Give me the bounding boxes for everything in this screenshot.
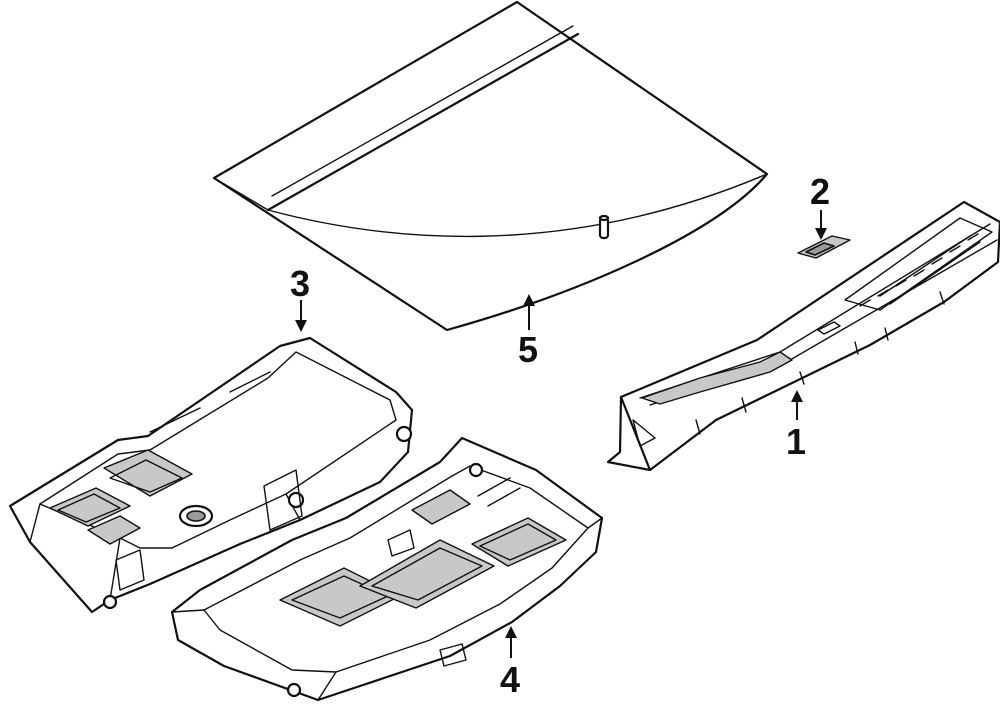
leader-3 xyxy=(295,300,307,332)
leader-4 xyxy=(505,626,517,658)
callout-4: 4 xyxy=(500,659,520,700)
leader-5 xyxy=(523,294,535,330)
leader-1 xyxy=(791,390,803,420)
storage-tray-right[interactable] xyxy=(170,436,604,702)
panel-pin xyxy=(598,214,610,240)
callout-1: 1 xyxy=(786,421,806,462)
leader-2 xyxy=(815,210,827,240)
callout-3: 3 xyxy=(290,263,310,304)
storage-tray-left[interactable] xyxy=(8,336,414,614)
clip[interactable] xyxy=(797,235,851,259)
callout-5: 5 xyxy=(518,329,538,370)
floor-cover-panel[interactable] xyxy=(212,0,769,332)
sill-trim-panel[interactable] xyxy=(606,200,1000,472)
callout-2: 2 xyxy=(810,171,830,212)
